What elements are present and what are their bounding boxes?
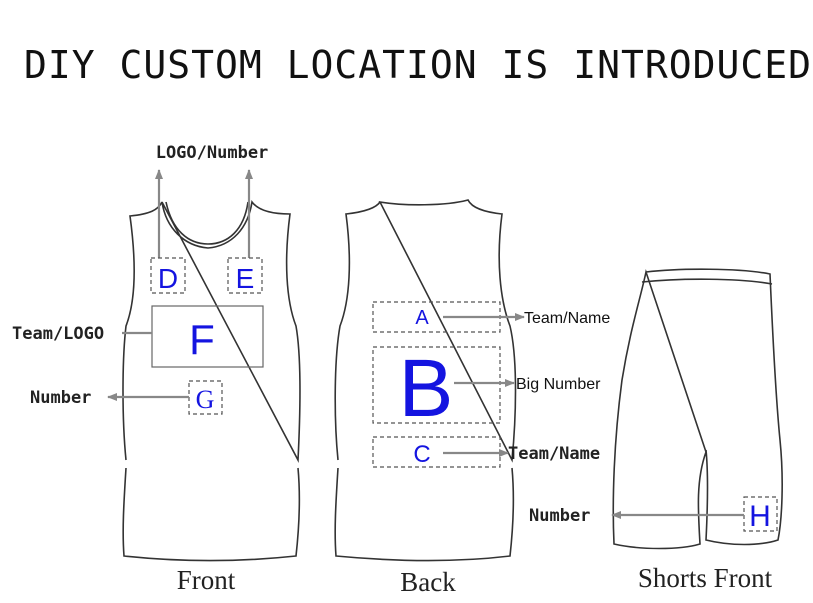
front-top-label: LOGO/Number [156, 143, 269, 163]
back-label-a: Team/Name [524, 310, 610, 327]
zone-b-box [372, 346, 501, 424]
zone-h-box [743, 496, 778, 532]
zone-d-box [150, 257, 186, 294]
front-jersey-collar [165, 201, 249, 245]
zone-f-box [151, 305, 264, 368]
front-left-number-label: Number [30, 388, 91, 408]
zone-f-letter: F [189, 316, 215, 363]
back-label-c: Team/Name [508, 444, 600, 464]
front-left-team-label: Team/LOGO [12, 324, 104, 344]
back-jersey [334, 199, 517, 562]
caption-front: Front [177, 565, 236, 595]
front-jersey [122, 200, 301, 562]
zone-g-letter: G [196, 385, 215, 414]
shorts-waistband [641, 278, 773, 285]
zone-d-letter: D [158, 263, 178, 294]
page-title: DIY CUSTOM LOCATION IS INTRODUCED [24, 43, 812, 87]
shorts-label-h: Number [529, 506, 590, 526]
zone-e-box [227, 257, 263, 294]
zone-c-letter: C [413, 441, 430, 468]
front-jersey-outline [122, 200, 301, 562]
zone-h-letter: H [749, 500, 771, 533]
caption-shorts: Shorts Front [638, 563, 773, 593]
back-jersey-outline [334, 199, 517, 562]
caption-back: Back [400, 567, 456, 597]
zone-e-letter: E [236, 263, 255, 294]
back-label-b: Big Number [516, 376, 601, 393]
zone-b-letter: B [399, 343, 454, 434]
zone-a-letter: A [415, 307, 429, 329]
shorts-outline [612, 268, 783, 550]
shorts [612, 268, 783, 550]
